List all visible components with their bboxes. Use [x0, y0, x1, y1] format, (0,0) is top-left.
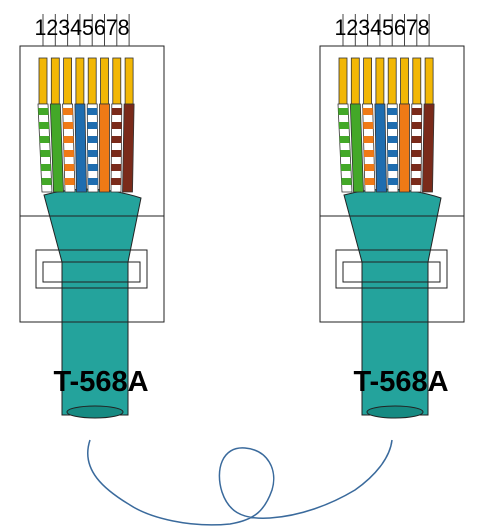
wire-stripe-7 [111, 178, 122, 185]
gold-contact-8 [124, 57, 134, 105]
left-rj45-connector: 12345678 T-568A [19, 14, 165, 419]
wire-stripe-3 [362, 108, 373, 115]
wire-stripe-1 [40, 150, 51, 157]
wire-stripe-7 [111, 164, 122, 171]
wire-stripe-5 [387, 122, 398, 129]
wire-stripe-7 [411, 108, 422, 115]
wire-stripe-5 [387, 164, 398, 171]
connecting-cable-loop [87, 439, 393, 526]
gold-contact-6 [400, 57, 409, 105]
wire-stripe-3 [63, 136, 74, 143]
wire-stripe-1 [38, 108, 49, 115]
wire-stripe-3 [63, 122, 74, 129]
wire-8 [422, 103, 435, 193]
wire-stripe-1 [340, 150, 351, 157]
gold-contact-7 [112, 57, 122, 105]
wire-6 [399, 103, 410, 193]
cable-end [366, 405, 424, 419]
gold-contact-5 [387, 57, 397, 105]
wire-stripe-7 [411, 164, 422, 171]
wire-stripe-1 [40, 164, 52, 171]
wire-stripe-7 [111, 108, 122, 115]
gold-contact-5 [87, 57, 97, 105]
pin-numbers: 12345678 [335, 15, 430, 40]
wire-stripe-3 [64, 178, 75, 185]
wire-stripe-3 [62, 108, 73, 115]
gold-contact-7 [412, 57, 422, 105]
wire-stripe-7 [411, 150, 422, 157]
standard-label: T-568A [53, 366, 148, 398]
latch-inner [42, 261, 141, 283]
wire-2 [349, 103, 364, 193]
gold-contact-1 [38, 57, 48, 105]
wire-stripe-3 [64, 164, 75, 171]
gold-contact-4 [375, 57, 385, 105]
wire-stripe-5 [387, 108, 398, 115]
wire-stripe-5 [87, 108, 98, 115]
wire-stripe-5 [87, 164, 98, 171]
wire-6 [99, 103, 110, 193]
wire-stripe-3 [363, 136, 374, 143]
wire-stripe-3 [364, 164, 375, 171]
cable-end [66, 405, 124, 419]
wire-stripe-5 [387, 136, 398, 143]
right-rj45-connector: 12345678 T-568A [319, 14, 465, 419]
wire-stripe-3 [363, 150, 375, 157]
wire-stripe-5 [387, 150, 398, 157]
gold-contact-3 [363, 57, 372, 105]
wire-stripe-5 [87, 178, 98, 185]
gold-contact-3 [63, 57, 72, 105]
wire-stripe-1 [338, 122, 350, 129]
wire-stripe-7 [111, 136, 122, 143]
wire-stripe-3 [63, 150, 75, 157]
wire-8 [122, 103, 135, 193]
gold-contact-8 [424, 57, 434, 105]
wire-stripe-7 [411, 122, 422, 129]
wire-stripe-3 [364, 178, 375, 185]
wire-stripe-1 [341, 178, 352, 185]
pin-numbers: 12345678 [35, 15, 130, 40]
wire-2 [49, 103, 64, 193]
gold-contact-6 [100, 57, 109, 105]
wire-stripe-1 [39, 136, 50, 143]
standard-label: T-568A [353, 366, 448, 398]
wire-4 [374, 103, 387, 193]
gold-contact-1 [338, 57, 348, 105]
wire-stripe-5 [87, 122, 98, 129]
wire-stripe-7 [111, 122, 122, 129]
gold-contact-2 [50, 57, 60, 105]
wire-4 [74, 103, 87, 193]
wire-stripe-1 [338, 108, 349, 115]
wire-stripe-5 [387, 178, 398, 185]
wire-stripe-1 [340, 164, 352, 171]
wire-stripe-7 [411, 136, 422, 143]
wire-stripe-5 [87, 150, 98, 157]
wire-stripe-7 [111, 150, 122, 157]
wire-stripe-1 [38, 122, 50, 129]
wire-stripe-1 [41, 178, 52, 185]
gold-contact-2 [350, 57, 360, 105]
wire-stripe-7 [411, 178, 422, 185]
latch-inner [342, 261, 441, 283]
latch-outer [335, 249, 448, 289]
gold-contact-4 [75, 57, 85, 105]
wire-stripe-3 [363, 122, 374, 129]
latch-outer [35, 249, 148, 289]
wire-stripe-5 [87, 136, 98, 143]
wire-stripe-1 [339, 136, 350, 143]
